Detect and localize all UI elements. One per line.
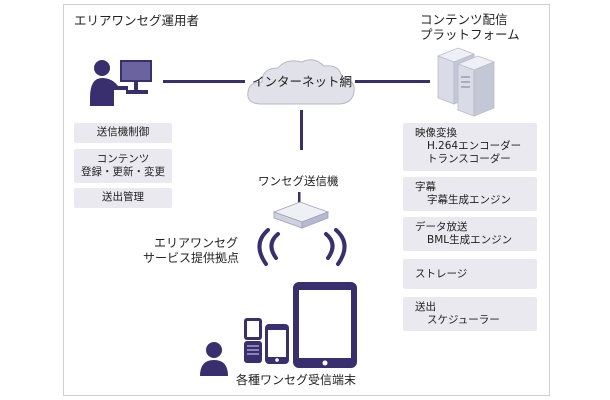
platform-function-box: ストレージ [403,259,537,289]
network-label: インターネット網 [252,74,353,89]
internet-cloud-icon [247,59,355,105]
platform-function-box: 字幕 字幕生成エンジン [403,177,537,211]
platform-function-line: トランスコーダー [427,153,511,165]
platform-function-line: 映像変換 [415,127,457,139]
platform-function-line: 送出 [415,301,436,313]
operator-function-line: 登録・更新・変更 [81,166,165,178]
operator-function-box: 送出管理 [74,188,172,208]
platform-function-line: 字幕生成エンジン [427,194,511,206]
transmitter-icon [272,192,330,229]
service-point-line1: エリアワンセグ [154,236,239,250]
platform-function-box: 映像変換 H.264エンコーダー トランスコーダー [403,123,537,171]
platform-title-line1: コンテンツ配信 [420,12,508,27]
operator-network-link [163,80,245,83]
platform-function-line: スケジューラー [427,314,500,326]
platform-function-box: データ放送 BML生成エンジン [403,217,537,251]
platform-function-line: H.264エンコーダー [427,140,522,152]
platform-function-line: 字幕 [415,181,436,193]
operator-at-computer-icon [90,60,152,106]
operator-function-box: コンテンツ 登録・更新・変更 [74,149,172,183]
operator-function-line: 送信機制御 [96,126,150,138]
platform-function-line: BML生成エンジン [427,234,513,246]
network-transmitter-link [300,110,303,150]
receivers-label: 各種ワンセグ受信端末 [236,373,357,387]
platform-function-line: ストレージ [415,268,468,280]
operator-title: エリアワンセグ運用者 [74,13,200,28]
server-rack-icon [436,47,496,117]
receiver-devices-icon [200,282,357,376]
platform-function-line: データ放送 [415,221,468,233]
service-point-line2: サービス提供拠点 [143,251,240,265]
operator-function-line: 送出管理 [102,191,144,203]
platform-title-line2: プラットフォーム [420,27,520,42]
operator-function-line: コンテンツ [96,153,150,165]
platform-network-link [355,80,430,83]
transmitter-label: ワンセグ送信機 [258,174,339,188]
radio-wave-icon [257,228,347,266]
operator-function-box: 送信機制御 [74,123,172,143]
platform-function-box: 送出 スケジューラー [403,297,537,331]
